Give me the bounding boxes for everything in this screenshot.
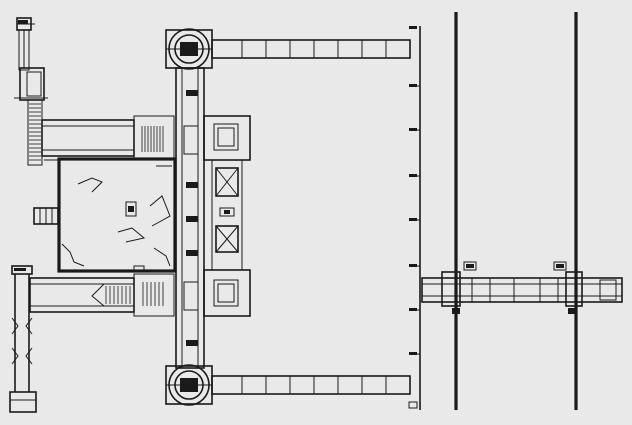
side-block — [33, 207, 59, 225]
lower-feed-conveyor — [29, 273, 175, 317]
right-columns — [454, 12, 578, 410]
right-cross-conveyor — [421, 261, 623, 314]
bottom-long-conveyor — [211, 375, 411, 395]
bottom-left-tower — [9, 265, 37, 413]
central-room — [57, 157, 177, 273]
upper-feed-conveyor — [41, 115, 175, 161]
center-workstations — [203, 115, 251, 317]
vertical-service-rail — [408, 26, 421, 410]
bottom-turntable — [165, 364, 213, 406]
top-left-vertical-machine — [14, 17, 48, 166]
top-turntable — [165, 28, 213, 70]
central-spine — [175, 67, 205, 369]
top-long-conveyor — [211, 39, 411, 59]
